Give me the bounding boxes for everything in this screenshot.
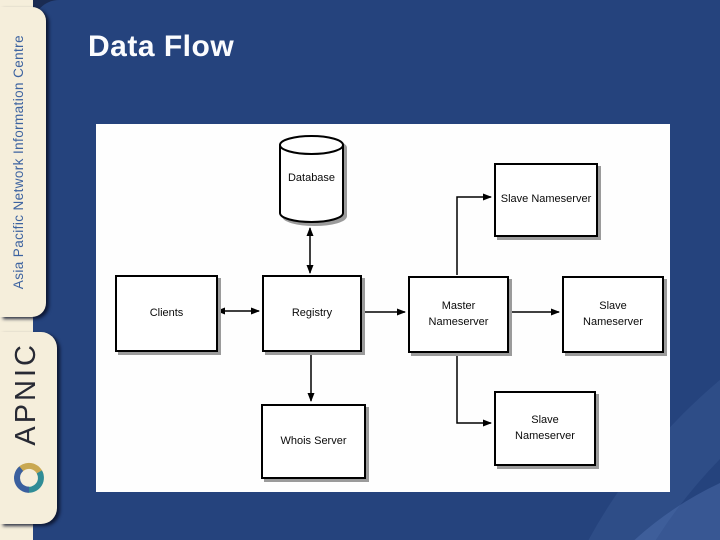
node-label: Registry — [291, 306, 333, 319]
org-name-vertical-text: Asia Pacific Network Information Centre — [10, 34, 26, 290]
node-whois-server: Whois Server — [261, 404, 366, 479]
apnic-acronym-text: APNIC — [10, 342, 42, 446]
edge-master-slave-bottom — [456, 350, 492, 427]
node-registry: Registry — [262, 275, 362, 352]
node-label: Slave Nameserver — [500, 193, 592, 206]
slide-background: Data Flow Database — [33, 0, 720, 540]
node-clients: Clients — [115, 275, 218, 352]
node-label: Master Nameserver — [428, 300, 489, 328]
node-slave-nameserver-bottom: Slave Nameserver — [494, 391, 596, 466]
node-slave-nameserver-right: Slave Nameserver — [562, 276, 664, 353]
sidebar-tab-orgname: Asia Pacific Network Information Centre — [0, 7, 46, 317]
node-label: Slave Nameserver — [515, 414, 575, 442]
edge-master-slave-top — [456, 193, 492, 275]
node-label: Database — [287, 172, 336, 185]
dataflow-diagram: Database Clients Registry Master Nameser… — [96, 124, 670, 492]
node-master-nameserver: Master Nameserver — [408, 276, 509, 353]
node-label: Slave Nameserver — [583, 300, 643, 328]
node-slave-nameserver-top: Slave Nameserver — [494, 163, 598, 237]
page-title: Data Flow — [88, 30, 235, 63]
node-label: Clients — [149, 306, 184, 319]
apnic-swirl-logo-icon — [13, 462, 44, 493]
diagram-connectors — [216, 193, 560, 427]
database-cylinder-icon — [279, 135, 344, 223]
node-label: Whois Server — [280, 434, 347, 447]
node-database: Database — [278, 133, 345, 225]
sidebar-tab-apnic: APNIC — [0, 332, 57, 524]
